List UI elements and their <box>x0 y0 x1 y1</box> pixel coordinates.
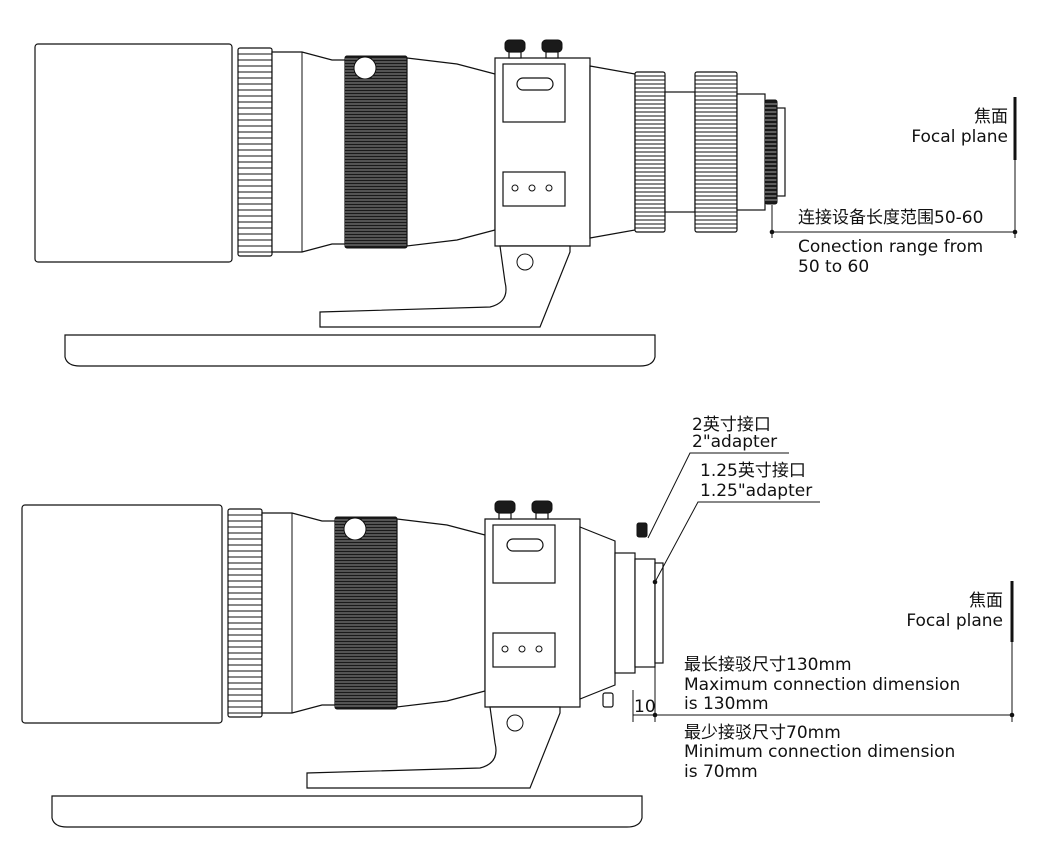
screw-hole <box>511 184 519 192</box>
focus-lock-knob <box>343 517 367 541</box>
dimension-dot <box>1012 229 1018 235</box>
foot-screw <box>506 714 524 732</box>
lens-body <box>406 57 496 247</box>
telescope-lens-bottom <box>21 500 664 828</box>
clamp-knob-stem <box>545 51 559 59</box>
lens-barrel <box>271 51 346 253</box>
focal-plane-en: Focal plane <box>906 611 1003 631</box>
clamp-slot <box>506 538 544 552</box>
adapter2-en: 2"adapter <box>692 432 777 452</box>
clamp-knob-stem <box>508 51 522 59</box>
focal-plane-cn: 焦面 <box>974 107 1008 127</box>
aperture-ring <box>227 508 263 718</box>
clamp-knob-stem <box>498 512 512 520</box>
range-en-2: 50 to 60 <box>798 257 869 277</box>
clamp-slot <box>516 77 554 91</box>
clamp-plate <box>492 524 556 584</box>
min-cn: 最少接驳尺寸70mm <box>684 723 841 743</box>
max-cn: 最长接驳尺寸130mm <box>684 655 852 675</box>
lens-barrel <box>261 512 336 714</box>
max-en-1: Maximum connection dimension <box>684 675 960 695</box>
extension-tube <box>664 91 696 213</box>
adapter125-leader <box>654 501 820 583</box>
screw-hole <box>501 645 509 653</box>
clamp-plate <box>502 63 566 123</box>
screw-hole <box>528 184 536 192</box>
focal-plane-en: Focal plane <box>911 127 1008 147</box>
adapter-flange <box>776 107 786 197</box>
focal-plane-cn: 焦面 <box>969 591 1003 611</box>
range-en-1: Conection range from <box>798 237 983 257</box>
focus-lock-knob <box>353 56 377 80</box>
clamp-knob-stem <box>535 512 549 520</box>
tripod-foot <box>306 706 561 789</box>
base-plate <box>64 334 656 367</box>
lens-body <box>396 518 486 708</box>
tripod-foot <box>319 245 571 328</box>
top-dimensions: 焦面 Focal plane 连接设备长度范围50-60 Conection r… <box>769 97 1018 277</box>
adapter-2inch-body <box>614 552 636 674</box>
clamp-knob <box>494 500 516 514</box>
adapter-tube <box>736 93 766 211</box>
focuser-body <box>589 65 636 239</box>
screw-hole <box>518 645 526 653</box>
min-en-1: Minimum connection dimension <box>684 742 955 762</box>
adapter-2inch-clamp <box>634 558 656 668</box>
dimension-dot <box>769 229 775 235</box>
dimension-dot <box>652 712 658 718</box>
thumbscrew-2inch <box>636 522 648 538</box>
adapter2-cn: 2英寸接口 <box>692 415 771 435</box>
thumbscrew-bottom <box>602 692 614 708</box>
offset-label: 10 <box>634 697 656 717</box>
clamp-knob <box>531 500 553 514</box>
telescope-lens-top <box>34 39 786 367</box>
min-en-2: is 70mm <box>684 762 758 782</box>
lens-hood <box>34 43 233 263</box>
range-cn: 连接设备长度范围50-60 <box>798 208 983 228</box>
screw-hole <box>545 184 553 192</box>
adapter2-leader <box>647 452 789 539</box>
lens-hood <box>21 504 223 724</box>
clamp-knob <box>504 39 526 53</box>
focuser-body <box>579 526 616 700</box>
screw-hole <box>535 645 543 653</box>
clamp-knob <box>541 39 563 53</box>
foot-screw <box>516 253 534 271</box>
bottom-dimensions: 2英寸接口 2"adapter 1.25英寸接口 1.25"adapter 焦面… <box>632 415 1015 782</box>
adapter125-en: 1.25"adapter <box>700 481 812 501</box>
adapter-125inch <box>654 562 664 664</box>
base-plate <box>51 795 643 828</box>
dimension-dot <box>1009 712 1015 718</box>
aperture-ring <box>237 47 273 257</box>
max-en-2: is 130mm <box>684 694 769 714</box>
adapter125-cn: 1.25英寸接口 <box>700 461 806 481</box>
